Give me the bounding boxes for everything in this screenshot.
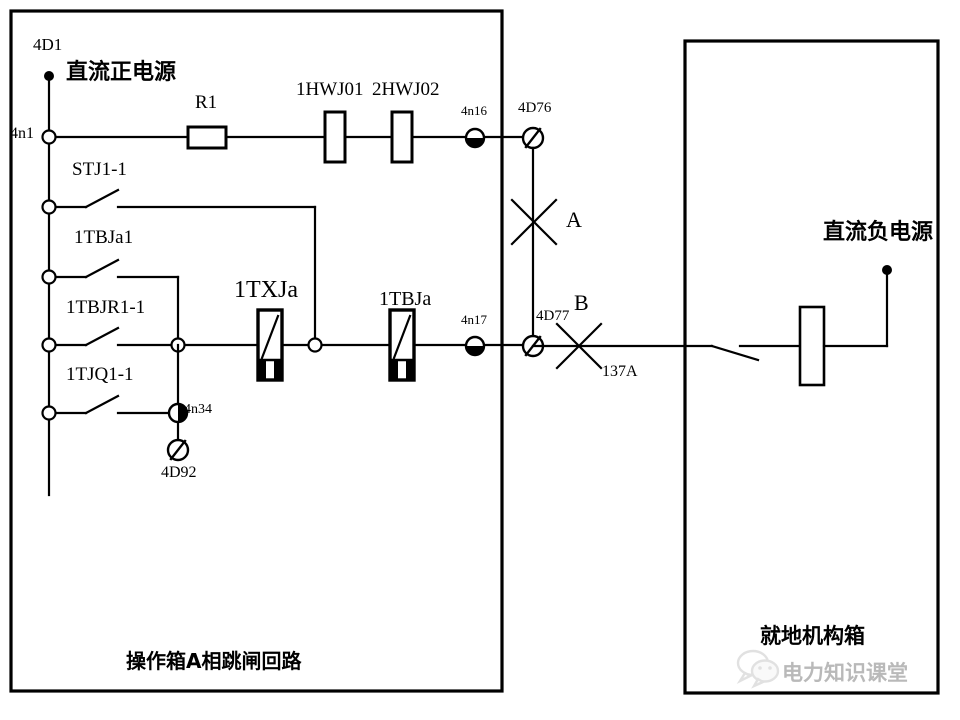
tjq11-blade bbox=[84, 394, 120, 415]
label-contact-1hwj01: 1HWJ01 bbox=[296, 79, 364, 100]
aux-switch-blade bbox=[710, 344, 760, 362]
label-cross-b: B bbox=[574, 290, 589, 315]
label-local-mechanism-box-title: 就地机构箱 bbox=[760, 624, 865, 648]
local-mechanism-box-outline bbox=[683, 39, 940, 695]
label-switch-1tbja1: 1TBJa1 bbox=[74, 227, 134, 248]
label-dc-positive: 直流正电源 bbox=[66, 60, 177, 85]
coil-1tbja-foot-right bbox=[406, 361, 413, 379]
stj11-blade bbox=[84, 188, 120, 209]
trip-coil-body bbox=[798, 305, 826, 387]
contact-1hwj01-symbol bbox=[323, 110, 347, 164]
label-dc-negative: 直流负电源 bbox=[823, 220, 934, 245]
label-terminal-4n16: 4n16 bbox=[461, 103, 487, 118]
terminal-4n1-symbol bbox=[41, 129, 57, 145]
coil-1tbja-diagonal bbox=[392, 314, 412, 360]
tbjr11-blade bbox=[84, 326, 120, 347]
label-terminal-block-4d1: 4D1 bbox=[33, 35, 63, 54]
label-cable-137a: 137A bbox=[602, 363, 638, 380]
label-terminal-4d92: 4D92 bbox=[161, 464, 197, 481]
junction-node-right bbox=[307, 337, 323, 353]
terminal-stj11-node bbox=[41, 199, 57, 215]
coil-1tbja-foot-left bbox=[391, 361, 398, 379]
terminal-4d76-slash bbox=[524, 127, 542, 149]
label-resistor-r1: R1 bbox=[195, 92, 218, 113]
coil-1txja-foot-left bbox=[259, 361, 266, 379]
terminal-4d92-slash bbox=[169, 439, 187, 461]
coil-1txja-body bbox=[256, 308, 284, 382]
label-cross-a: A bbox=[566, 207, 582, 232]
watermark-text: 电力知识课堂 bbox=[782, 661, 908, 685]
label-terminal-4n34: 4n34 bbox=[184, 402, 212, 417]
label-switch-stj1-1: STJ1-1 bbox=[72, 159, 127, 180]
resistor-r1-symbol bbox=[186, 125, 228, 150]
label-terminal-4n17: 4n17 bbox=[461, 312, 487, 327]
coil-1txja-diagonal bbox=[260, 314, 280, 360]
label-switch-1tjq1-1: 1TJQ1-1 bbox=[66, 364, 134, 385]
terminal-4n16-fill bbox=[466, 138, 484, 147]
label-coil-1tbja: 1TBJa bbox=[379, 288, 432, 310]
label-contact-2hwj02: 2HWJ02 bbox=[372, 79, 440, 100]
dc-negative-node-dot bbox=[882, 265, 892, 275]
label-terminal-4d76: 4D76 bbox=[518, 100, 552, 116]
terminal-4n17-fill bbox=[466, 346, 484, 355]
coil-1txja-foot-right bbox=[274, 361, 281, 379]
operation-box-outline bbox=[9, 9, 504, 693]
label-operation-box-title: 操作箱A相跳闸回路 bbox=[126, 649, 302, 673]
contact-2hwj02-symbol bbox=[390, 110, 414, 164]
cross-a-stroke2 bbox=[510, 198, 558, 246]
terminal-1tjq11-node bbox=[41, 405, 57, 421]
label-terminal-4n1: 4n1 bbox=[10, 125, 34, 142]
dc-positive-node-dot bbox=[44, 71, 54, 81]
terminal-4n34-fill bbox=[178, 404, 187, 422]
wechat-logo-icon bbox=[736, 649, 780, 689]
label-terminal-4d77: 4D77 bbox=[536, 308, 570, 324]
tbja1-blade bbox=[84, 258, 120, 279]
terminal-1tbja1-node bbox=[41, 269, 57, 285]
label-switch-1tbjr1-1: 1TBJR1-1 bbox=[66, 297, 146, 318]
terminal-1tbjr11-node bbox=[41, 337, 57, 353]
label-coil-1txja: 1TXJa bbox=[234, 277, 298, 303]
